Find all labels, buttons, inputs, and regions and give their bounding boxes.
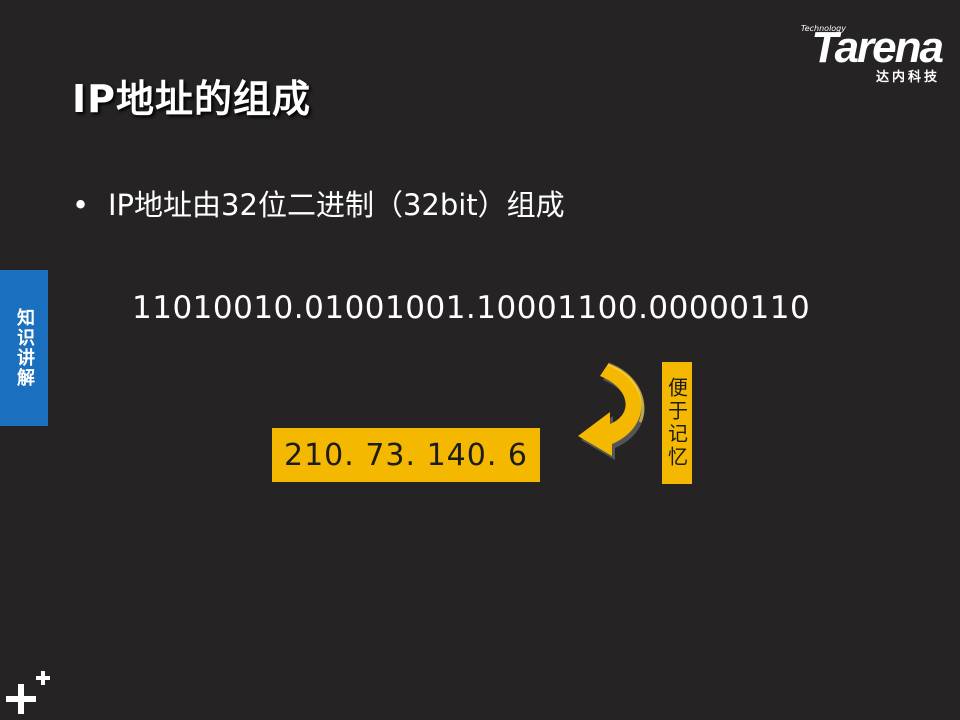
logo-small-text: Technology bbox=[800, 24, 846, 33]
plus-icon bbox=[6, 671, 50, 714]
tarena-logo: Technology Tarena 达内科技 bbox=[772, 22, 944, 85]
slide-title: IP地址的组成 bbox=[72, 77, 311, 121]
memo-label: 便于记忆 bbox=[664, 377, 689, 469]
bullet-text: IP地址由32位二进制（32bit）组成 bbox=[108, 188, 565, 222]
side-tab: 知识讲解 bbox=[0, 270, 48, 426]
side-tab-label: 知识讲解 bbox=[14, 308, 35, 388]
bullet-dot: • bbox=[72, 188, 90, 222]
dotted-address: 210. 73. 140. 6 bbox=[284, 437, 528, 473]
binary-address: 11010010.01001001.10001100.00000110 bbox=[132, 290, 811, 326]
memo-label-box: 便于记忆 bbox=[662, 362, 692, 484]
logo-brand: Tarena bbox=[811, 23, 944, 72]
bullet-item: • IP地址由32位二进制（32bit）组成 bbox=[72, 182, 565, 224]
curved-arrow-icon bbox=[578, 362, 645, 460]
logo-chinese: 达内科技 bbox=[875, 70, 940, 85]
dotted-address-box: 210. 73. 140. 6 bbox=[272, 428, 540, 482]
